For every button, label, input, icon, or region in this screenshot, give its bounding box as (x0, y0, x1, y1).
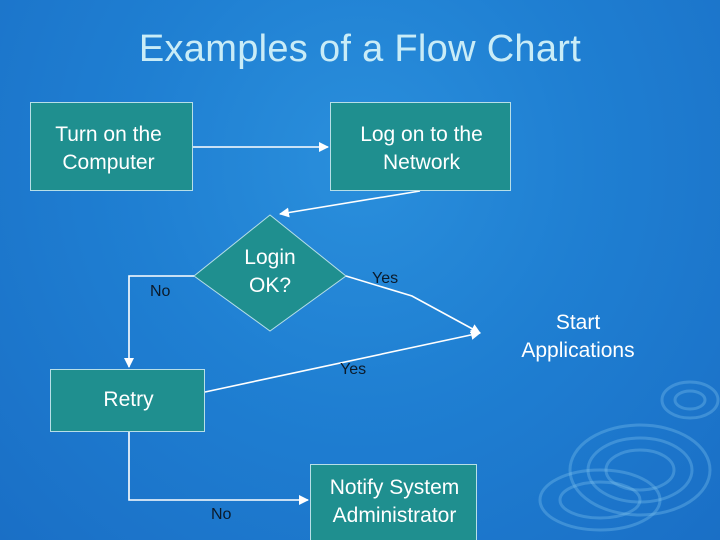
edge-label-yes-login: Yes (372, 270, 399, 287)
node-log-on-label: Log on to the Network (360, 123, 483, 174)
node-start-applications: Start Applications (521, 311, 635, 362)
edge-logon-to-login (279, 190, 421, 218)
node-log-on-network: Log on to the Network (330, 102, 511, 191)
edge-login-yes-to-start (345, 275, 481, 334)
edge-login-no-to-retry (124, 275, 194, 368)
node-retry-label: Retry (103, 388, 154, 411)
node-turn-on-label: Turn on the Computer (55, 123, 162, 174)
node-retry: Retry (50, 369, 205, 432)
page-title: Examples of a Flow Chart (138, 28, 582, 70)
ripple-decoration (538, 380, 720, 532)
edge-label-yes-retry: Yes (340, 361, 367, 378)
decision-diamond (193, 214, 347, 332)
node-turn-on-computer: Turn on the Computer (30, 102, 193, 191)
edge-label-no-retry: No (211, 506, 232, 523)
edge-retry-no-to-notify (128, 432, 309, 505)
edge-retry-yes-to-start (204, 329, 481, 393)
node-notify-label: Notify System Administrator (329, 476, 460, 527)
node-login-ok-label: Login OK? (244, 246, 296, 297)
edge-label-no-login: No (150, 283, 171, 300)
node-notify-admin: Notify System Administrator (310, 464, 477, 540)
